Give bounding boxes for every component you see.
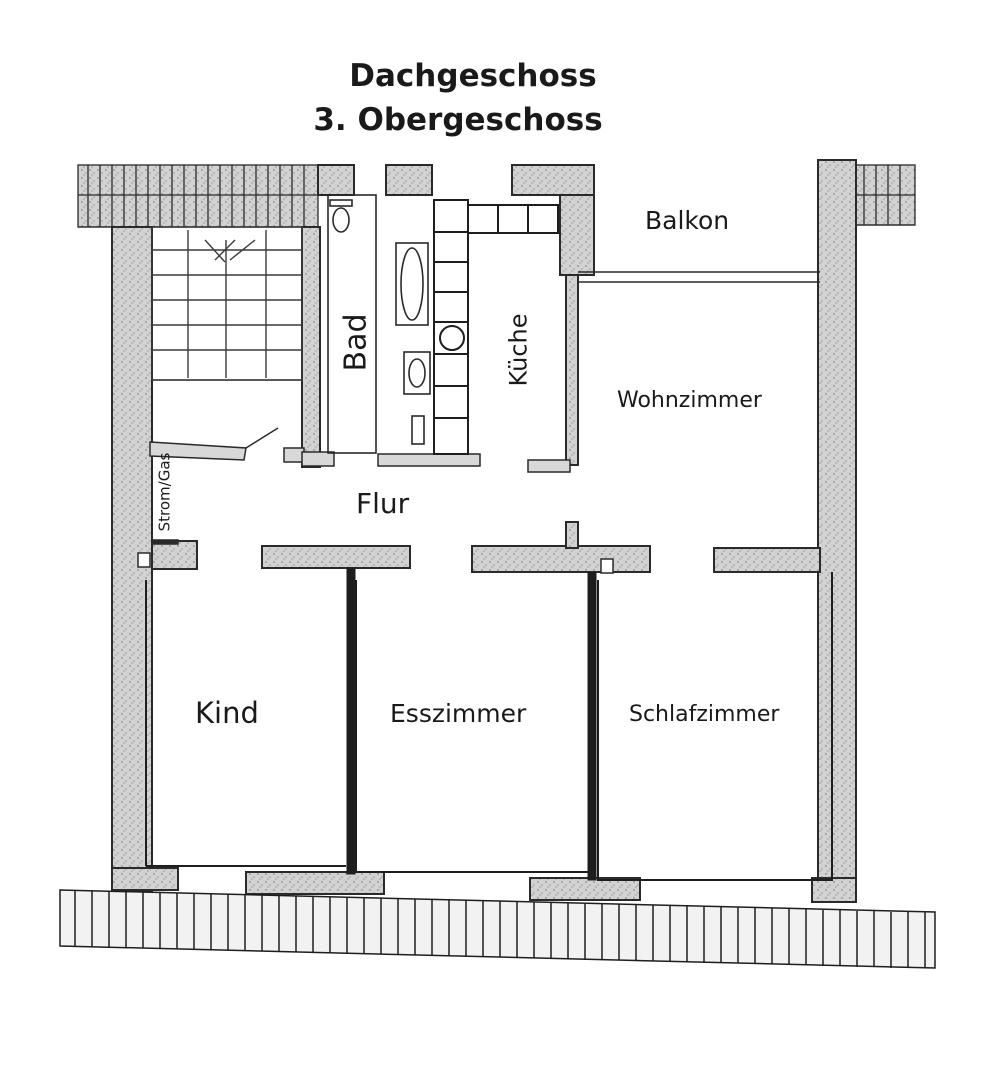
bottom-hatch (59, 889, 936, 969)
room-label-wohnzimmer: Wohnzimmer (617, 388, 762, 413)
room-label-kind: Kind (195, 696, 259, 730)
room-label-schlafzimmer: Schlafzimmer (629, 702, 780, 727)
bath-fixtures (327, 194, 431, 454)
balcony-edge (578, 271, 820, 283)
kitchen-counter (433, 199, 559, 455)
walls (111, 159, 857, 903)
flur-details (137, 427, 614, 574)
room-label-bad: Bad (338, 313, 374, 372)
room-label-flur: Flur (356, 487, 410, 520)
plan-title-line-1: Dachgeschoss (349, 58, 597, 94)
partition-walls (145, 567, 833, 881)
room-label-balkon: Balkon (645, 206, 730, 235)
top-left-hatch (77, 164, 319, 228)
plan-title-line-2: 3. Obergeschoss (313, 102, 603, 138)
room-label-esszimmer: Esszimmer (390, 699, 527, 728)
room-label-strom-gas: Strom/Gas (155, 452, 174, 532)
room-label-kueche: Küche (504, 313, 533, 387)
staircase (151, 226, 303, 381)
